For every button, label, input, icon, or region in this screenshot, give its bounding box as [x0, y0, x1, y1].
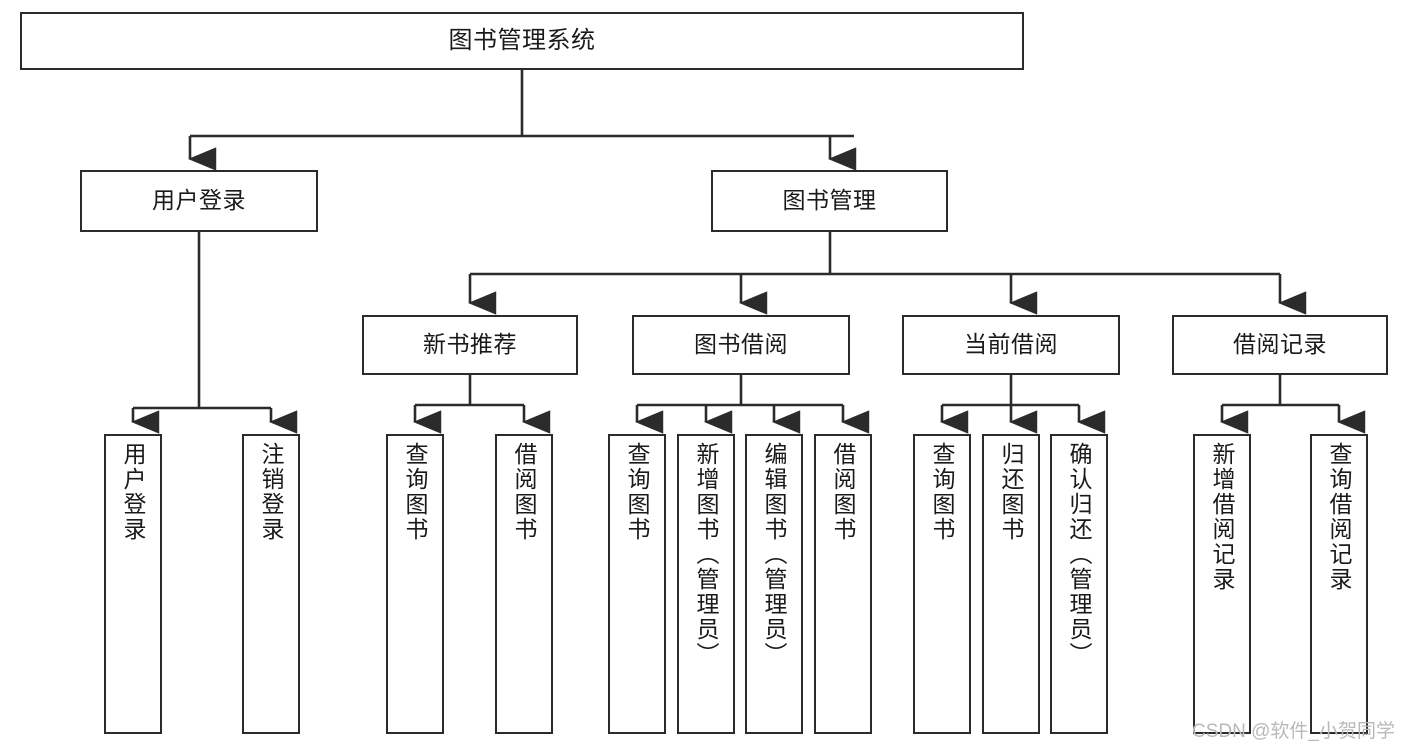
node-book-management[interactable]: 图书管理 [711, 170, 948, 232]
leaf-user-login-logout[interactable]: 注销登录 [242, 434, 300, 734]
leaf-book-borrow-query-books[interactable]: 查询图书 [608, 434, 666, 734]
node-current-borrowing[interactable]: 当前借阅 [902, 315, 1120, 375]
leaf-current-borrow-return-books[interactable]: 归还图书 [982, 434, 1040, 734]
leaf-book-borrow-add-book-admin[interactable]: 新增图书（管理员） [677, 434, 735, 734]
node-user-login[interactable]: 用户登录 [80, 170, 318, 232]
leaf-current-borrow-query-books[interactable]: 查询图书 [913, 434, 971, 734]
leaf-user-login-login[interactable]: 用户登录 [104, 434, 162, 734]
node-new-book-recommendation[interactable]: 新书推荐 [362, 315, 578, 375]
leaf-new-book-query-books[interactable]: 查询图书 [386, 434, 444, 734]
watermark-text: CSDN @软件_小贺同学 [1192, 721, 1395, 742]
leaf-current-borrow-confirm-return-admin[interactable]: 确认归还（管理员） [1050, 434, 1108, 734]
leaf-new-book-borrow-books[interactable]: 借阅图书 [495, 434, 553, 734]
node-root-book-management-system[interactable]: 图书管理系统 [20, 12, 1024, 70]
leaf-book-borrow-borrow-books[interactable]: 借阅图书 [814, 434, 872, 734]
leaf-borrow-record-query-record[interactable]: 查询借阅记录 [1310, 434, 1368, 734]
node-book-borrowing[interactable]: 图书借阅 [632, 315, 850, 375]
leaf-borrow-record-add-record[interactable]: 新增借阅记录 [1193, 434, 1251, 734]
node-borrowing-record[interactable]: 借阅记录 [1172, 315, 1388, 375]
leaf-book-borrow-edit-book-admin[interactable]: 编辑图书（管理员） [745, 434, 803, 734]
